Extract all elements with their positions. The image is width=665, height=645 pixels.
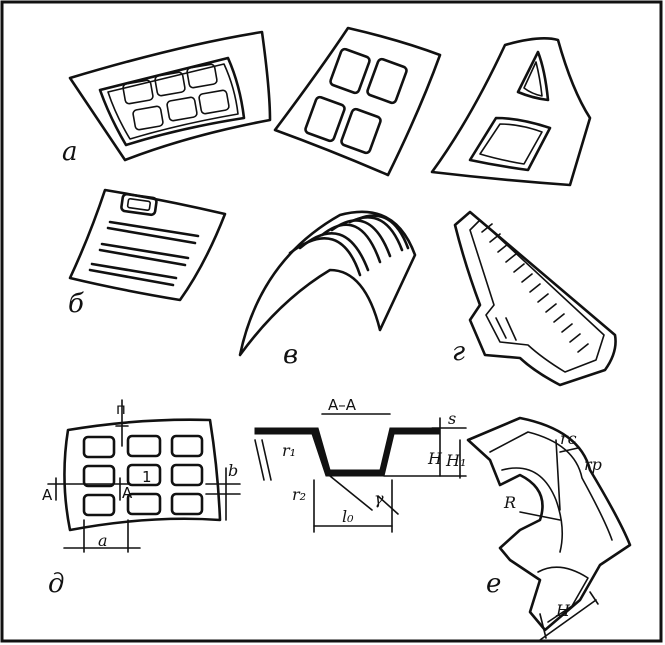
- caption-g: г: [452, 337, 465, 367]
- label-H-e: H: [555, 601, 571, 620]
- label-gamma: γ: [374, 489, 384, 508]
- drawing-a-plate-six-cells: [68, 30, 272, 162]
- section-label: А–А: [328, 396, 357, 414]
- caption-v: в: [283, 340, 298, 370]
- drawing-e-curved-flanged-part: [466, 416, 632, 641]
- label-rp: rр: [584, 455, 602, 474]
- label-R: R: [503, 493, 516, 512]
- drawing-a-plate-four-cells: [273, 26, 442, 177]
- label-s: s: [448, 409, 456, 428]
- caption-a: а: [62, 137, 78, 167]
- label-l0: l₀: [342, 507, 354, 526]
- caption-e: е: [486, 569, 501, 599]
- caption-b: б: [68, 289, 84, 319]
- drawing-b-plate-with-ribs: [68, 188, 227, 302]
- drawing-section-a-a: А–А: [254, 396, 467, 533]
- label-r2: r₂: [292, 485, 306, 504]
- label-cut-mark-right: А: [122, 484, 133, 502]
- label-H: H: [427, 449, 443, 468]
- label-n: п: [116, 400, 126, 418]
- label-a: a: [98, 531, 108, 550]
- caption-d: д: [48, 569, 64, 599]
- label-cut-mark-left: А: [42, 486, 53, 504]
- label-cell-number: 1: [142, 468, 152, 486]
- drawing-d-plan-view: [47, 399, 241, 553]
- label-Hd: H₁: [445, 451, 466, 470]
- drawing-v-curved-ribbed-sheet: [238, 210, 417, 357]
- drawing-g-corrugated-panel: [453, 210, 617, 387]
- label-b: b: [228, 461, 238, 480]
- label-rc: rс: [560, 429, 577, 448]
- label-r1: r₁: [282, 441, 296, 460]
- drawing-a-shaped-plate: [430, 37, 592, 187]
